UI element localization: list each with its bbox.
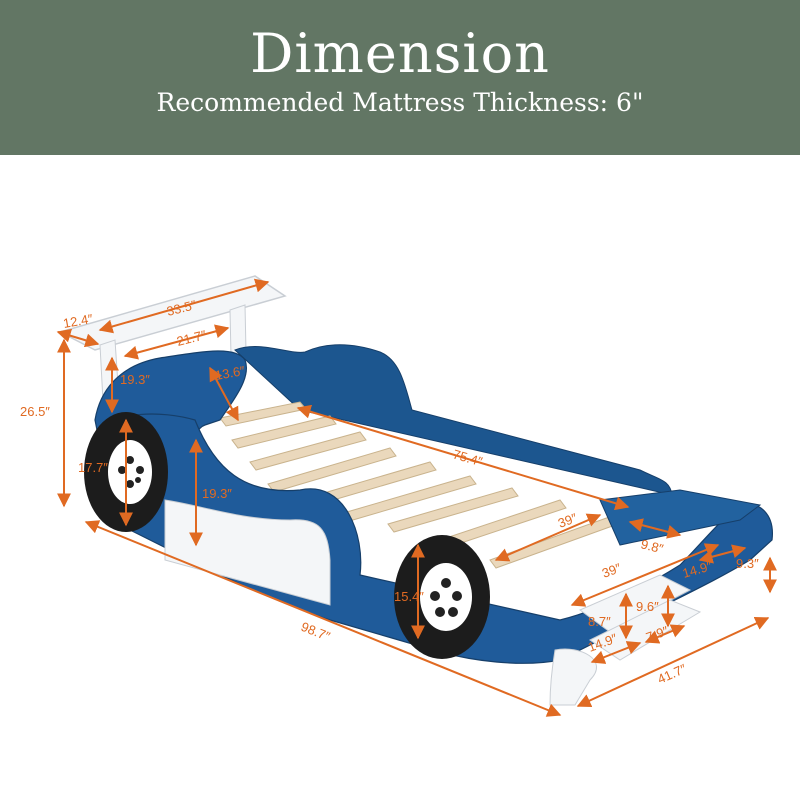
- label-spoiler-depth: 12.4″: [62, 311, 94, 331]
- header-banner: Dimension Recommended Mattress Thickness…: [0, 0, 800, 155]
- page-title: Dimension: [250, 22, 550, 85]
- bed-dimension-drawing: 12.4″ 33.5″ 21.7″ 19.3″ 26.5″ 17.7″ 13.6…: [20, 275, 777, 717]
- label-spoiler-height: 19.3″: [120, 372, 150, 387]
- label-headboard-height: 13.6″: [214, 363, 246, 383]
- label-total-height: 26.5″: [20, 404, 50, 419]
- bed-far-side: [234, 344, 673, 496]
- label-spoiler-inner: 21.7″: [175, 327, 208, 349]
- label-front-gap: 8.7″: [588, 614, 611, 629]
- front-white-skirt: [549, 648, 597, 706]
- label-spoiler-width: 33.5″: [165, 297, 198, 319]
- dimension-lines: [56, 278, 777, 717]
- label-nose-depth: 9.8″: [639, 536, 665, 556]
- label-front-slot: 9.6″: [636, 599, 659, 614]
- label-inner-width-2: 39″: [600, 560, 623, 581]
- label-total-length: 98.7″: [299, 619, 333, 644]
- label-inner-width: 39″: [556, 510, 579, 531]
- label-rear-wheel: 17.7″: [78, 460, 108, 475]
- page-subtitle: Recommended Mattress Thickness: 6": [156, 88, 644, 117]
- race-car-bed-illustration: [57, 275, 773, 706]
- label-front-small: 7.9″: [644, 623, 671, 645]
- label-total-width: 41.7″: [655, 661, 689, 687]
- dimension-labels: 12.4″ 33.5″ 21.7″ 19.3″ 26.5″ 17.7″ 13.6…: [20, 297, 759, 687]
- label-front-wheel: 15.4″: [394, 589, 424, 604]
- label-nose-height: 9.3″: [736, 556, 759, 571]
- label-side-height: 19.3″: [202, 486, 232, 501]
